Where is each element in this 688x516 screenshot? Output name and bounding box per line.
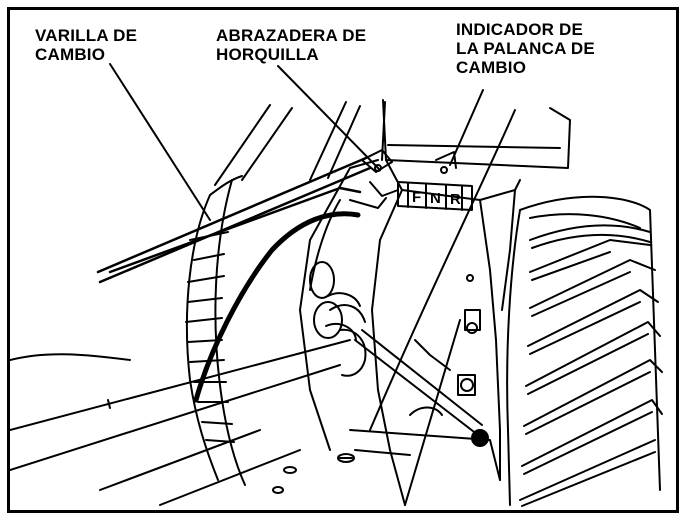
gear-letter-n: N [430,190,441,207]
drive-tube [10,261,367,471]
control-lines [10,109,516,506]
shift-rod-label: VARILLA DE CAMBIO [35,26,138,64]
tiller-illustration: F N R [10,63,663,507]
right-wheel-tire [506,195,663,507]
gear-letter-f: F [412,189,421,206]
handlebar-frame [214,101,386,186]
fork-clamp [349,149,399,209]
fork-clamp-label: ABRAZADERA DE HORQUILLA [216,26,367,64]
gear-letter-r: R [450,191,461,208]
bottom-bolts [272,453,355,494]
leader-lines [109,63,484,221]
shift-indicator-plate [397,181,473,211]
transmission-housing [299,99,571,506]
diagram-frame: F N R VARILLA DE CAMBIO ABRAZADERA DE HO… [7,7,679,513]
shift-lever-indicator-label: INDICADOR DE LA PALANCA DE CAMBIO [456,20,595,77]
shift-rod [96,156,372,284]
thick-cable [193,211,361,403]
